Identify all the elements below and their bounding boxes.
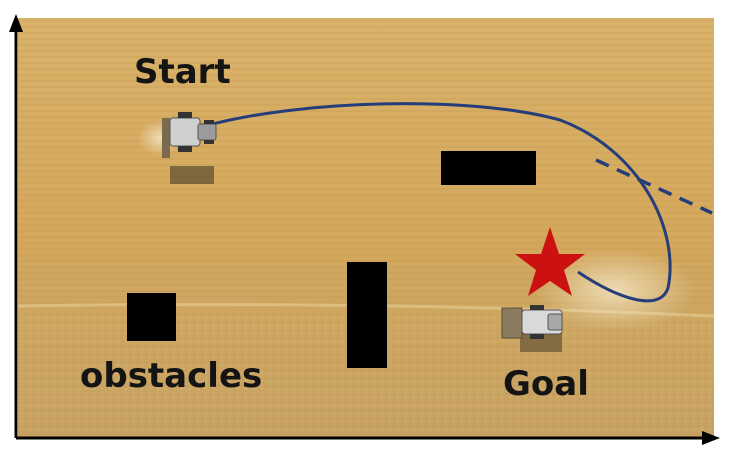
y-axis-arrow — [9, 14, 23, 32]
obstacles-label: obstacles — [80, 356, 263, 396]
tractor-icon — [162, 112, 217, 184]
harvester-icon — [501, 305, 563, 352]
dust-cloud-goal — [535, 248, 695, 332]
planned-path — [204, 102, 672, 303]
obstacle-top — [441, 151, 536, 185]
axes — [9, 14, 720, 445]
goal-label: Goal — [503, 364, 589, 404]
x-axis-arrow — [702, 431, 720, 445]
start-label: Start — [134, 52, 231, 92]
field-background — [17, 18, 715, 438]
obstacle-square — [127, 293, 176, 341]
star-icon — [515, 227, 585, 296]
obstacle-tall — [347, 262, 387, 368]
